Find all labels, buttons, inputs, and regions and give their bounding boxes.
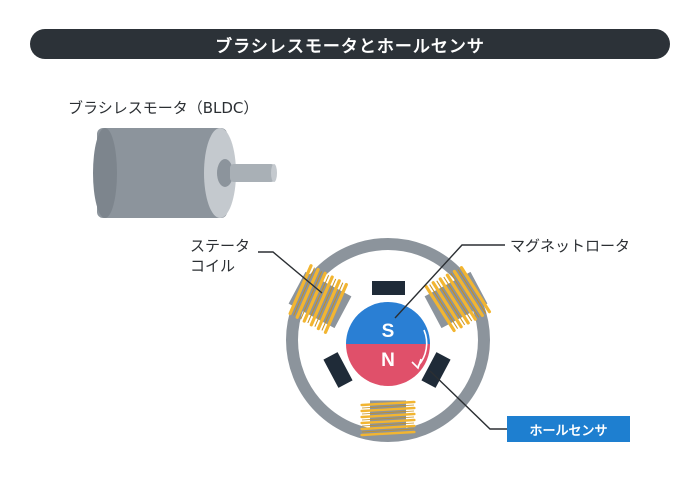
title-bar: ブラシレスモータとホールセンサ [30,29,670,59]
stator-coil-label-line2: コイル [190,257,236,275]
hall-sensors [323,281,451,388]
hall-sensor-badge: ホールセンサ [507,416,630,442]
stator-coil-label: ステータ コイル [190,236,250,276]
hall-sensor-top [372,281,405,295]
hall-sensor-label: ホールセンサ [529,423,608,439]
hall-sensor-right [421,352,451,388]
south-pole-label: S [382,321,395,342]
magnet-rotor-label: マグネットロータ [510,237,631,255]
stator-coil-label-line1: ステータ [190,237,251,255]
hall-sensor-leader-line [429,370,507,430]
motor-shaft [230,164,275,182]
title-text: ブラシレスモータとホールセンサ [215,36,485,57]
rotation-arrowhead-icon [411,358,422,370]
north-pole-label: N [381,350,395,371]
hall-sensor-left [323,352,353,388]
magnet-rotor: S N [346,302,430,386]
stator-coil-leader-line [258,251,323,294]
magnet-rotor-leader-line [394,244,505,319]
stator-coil-bottom [360,398,416,442]
rotor-south-pole [346,302,430,344]
rotor-north-pole [346,344,430,386]
bldc-motor-illustration [93,128,277,218]
motor-body [97,128,227,218]
motor-label: ブラシレスモータ（BLDC） [68,99,259,117]
